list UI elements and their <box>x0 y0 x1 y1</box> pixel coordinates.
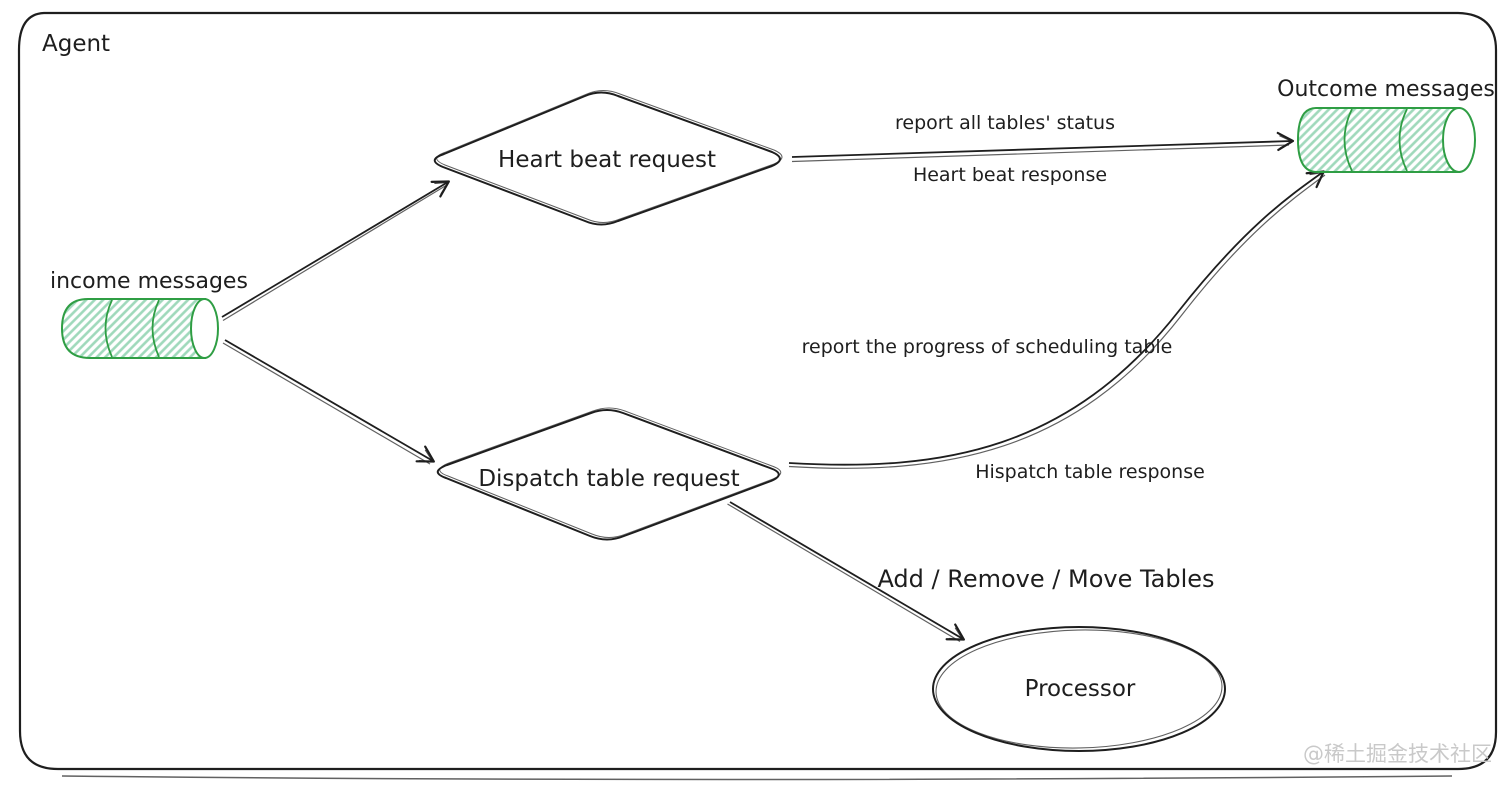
edge-label-add-remove-move-tables: Add / Remove / Move Tables <box>877 565 1214 593</box>
arrow-dispatch-to-processor-sketch <box>727 503 961 643</box>
node-processor: Processor <box>932 626 1226 752</box>
income-cylinder-ring <box>104 299 113 358</box>
edge-dispatch-to-outcome: report the progress of scheduling table … <box>788 170 1326 483</box>
edge-label-report-progress: report the progress of scheduling table <box>802 336 1173 358</box>
arrow-dispatch-to-outcome <box>788 170 1325 466</box>
node-outcome-messages: Outcome messages <box>1277 77 1495 173</box>
node-dispatch-table-request: Dispatch table request <box>436 407 782 541</box>
processor-ellipse-sketch <box>935 629 1223 749</box>
arrow-heartbeat-to-outcome-sketch <box>791 144 1290 163</box>
edge-dispatch-to-processor: Add / Remove / Move Tables <box>727 501 1215 643</box>
arrow-income-to-heartbeat <box>221 180 450 318</box>
agent-label: Agent <box>42 31 110 57</box>
arrow-income-to-heartbeat-sketch <box>222 184 447 322</box>
income-cylinder-cap <box>190 298 219 359</box>
edge-label-heart-beat-response: Heart beat response <box>913 164 1107 186</box>
processor-label: Processor <box>1025 676 1136 702</box>
heart-beat-request-label: Heart beat request <box>498 147 716 173</box>
dispatch-diamond <box>436 409 780 541</box>
arrow-dispatch-to-processor <box>729 501 965 641</box>
income-cylinder-ring <box>151 299 160 358</box>
agent-border <box>17 11 1498 771</box>
outcome-cylinder-ring <box>1398 108 1408 172</box>
node-income-messages: income messages <box>50 269 248 359</box>
income-cylinder-body <box>60 298 206 359</box>
processor-ellipse <box>932 626 1226 752</box>
arrow-income-to-dispatch <box>224 339 435 463</box>
heartbeat-diamond <box>433 91 781 226</box>
edge-income-to-dispatch <box>222 339 435 465</box>
dispatch-diamond-sketch <box>439 407 782 538</box>
outcome-messages-label: Outcome messages <box>1277 77 1495 102</box>
outcome-cylinder-ring <box>1343 108 1353 172</box>
arrow-dispatch-to-outcome-sketch <box>788 174 1326 469</box>
watermark: @稀土掘金技术社区 <box>1303 742 1492 766</box>
outcome-cylinder-cap <box>1442 107 1476 173</box>
heartbeat-diamond-sketch <box>436 90 783 223</box>
edge-label-hispatch-table-response: Hispatch table response <box>975 461 1205 483</box>
arrow-income-to-dispatch-sketch <box>222 342 431 465</box>
edge-income-to-heartbeat <box>221 180 450 322</box>
agent-container: Agent <box>17 11 1498 781</box>
edge-heartbeat-to-outcome: report all tables' status Heart beat res… <box>791 112 1295 186</box>
node-heart-beat-request: Heart beat request <box>433 90 783 226</box>
income-messages-label: income messages <box>50 269 248 294</box>
edge-label-report-all-tables-status: report all tables' status <box>895 112 1115 134</box>
arrow-heartbeat-to-outcome <box>791 131 1295 158</box>
outcome-cylinder-body <box>1296 107 1460 173</box>
agent-border-sketch-line <box>61 775 1453 781</box>
dispatch-table-request-label: Dispatch table request <box>478 466 739 492</box>
